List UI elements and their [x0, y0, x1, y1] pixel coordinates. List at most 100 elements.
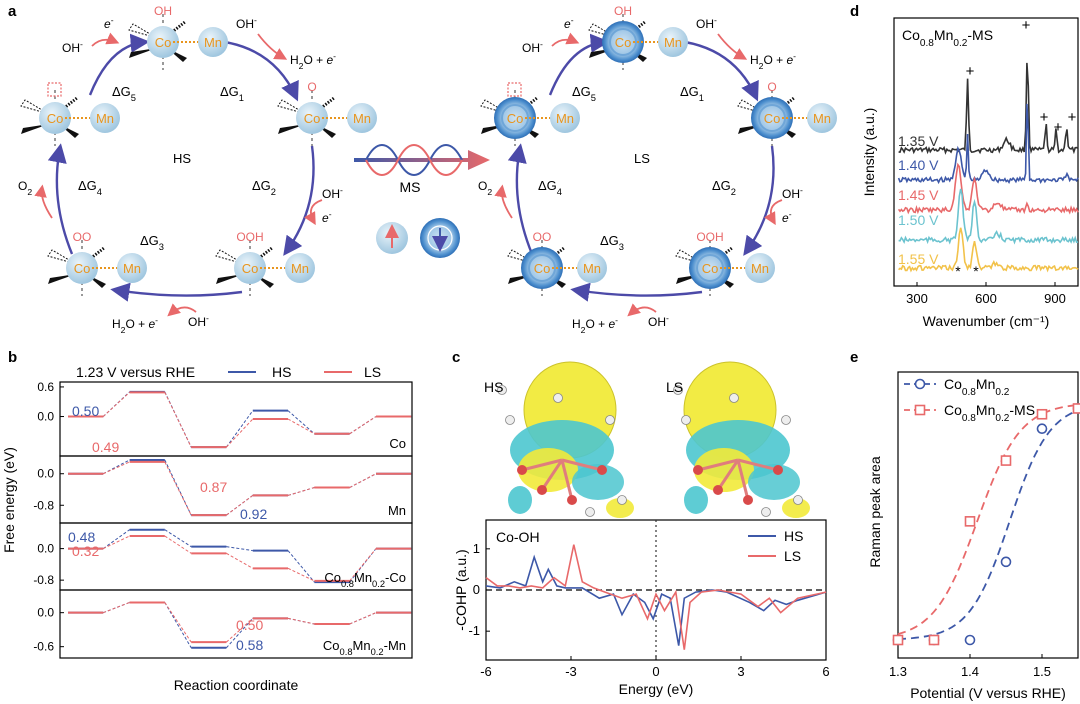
- ls-connector: [349, 416, 377, 435]
- electron-label: e-: [782, 209, 792, 225]
- mn-atom: [550, 103, 580, 133]
- legend-ls-label: LS: [364, 364, 381, 380]
- mn-label: Mn: [583, 261, 601, 276]
- label-part: 5: [591, 93, 596, 103]
- mn-label: Mn: [353, 111, 371, 126]
- fit-curve: [897, 409, 1079, 640]
- ligand-hash: [675, 249, 705, 265]
- spectrum-label: 1.45 V: [898, 187, 939, 203]
- label-part: Co: [323, 638, 340, 653]
- label-part: ΔG: [140, 233, 159, 248]
- oxygen-atom: [693, 465, 703, 475]
- oh-in-label: OH-: [236, 15, 257, 31]
- label-part: e: [326, 53, 333, 67]
- label-part: -: [666, 313, 669, 323]
- y-axis-label: Free energy (eV): [1, 447, 17, 553]
- ms-arrow: [354, 150, 490, 170]
- mn-atom: [658, 27, 688, 57]
- x-axis-label: Energy (eV): [619, 681, 694, 697]
- label-part: 4: [97, 187, 102, 197]
- x-tick-label: -3: [565, 664, 577, 679]
- oxygen-atom: [517, 465, 527, 475]
- x-tick-label: 300: [906, 291, 928, 306]
- hs-barrier-label: 0.58: [236, 637, 263, 653]
- cycle-arrow: [88, 33, 150, 96]
- data-point-square: [1036, 408, 1048, 420]
- label-part: ΔG: [538, 178, 557, 193]
- mn-atom: [198, 27, 228, 57]
- label-part: 5: [131, 93, 136, 103]
- delta-g1: ΔG1: [220, 84, 244, 103]
- oh-in-label: OH-: [696, 15, 717, 31]
- co-label: Co: [702, 261, 719, 276]
- label-part: -MS: [967, 27, 993, 43]
- label-part: -: [333, 51, 336, 61]
- hydrogen-atom: [681, 415, 691, 425]
- label-part: e: [786, 53, 793, 67]
- adsorbate-label: OH: [614, 4, 632, 18]
- co-label: Co: [507, 111, 524, 126]
- oh-in-label: OH-: [648, 313, 669, 329]
- small-arrow: [627, 303, 657, 317]
- ls-ring: [501, 104, 529, 132]
- co-label: Co: [242, 261, 259, 276]
- label-part: -Mn: [384, 638, 406, 653]
- ls-barrier-label: 0.87: [200, 479, 227, 495]
- oh-in-label: OH-: [62, 39, 83, 55]
- delta-g2: ΔG2: [252, 178, 276, 197]
- subplot-frame: [59, 455, 413, 524]
- mn-atom: [577, 253, 607, 283]
- charge-density-cyan: [508, 486, 532, 514]
- adsorbate-label: OH: [154, 4, 172, 18]
- label-part: 1: [699, 93, 704, 103]
- label-part: H: [572, 317, 581, 331]
- oh-in-label: OH-: [322, 185, 343, 201]
- charge-density-cyan: [684, 486, 708, 514]
- bond: [716, 459, 740, 491]
- x-tick-label: 1.3: [889, 664, 907, 679]
- legend-marker: [914, 378, 926, 390]
- bond: [561, 458, 603, 472]
- label-part: Mn: [354, 570, 372, 585]
- delta-g2: ΔG2: [712, 178, 736, 197]
- y-tick-label: 0: [473, 582, 480, 597]
- vacancy-box: [47, 82, 62, 97]
- ls-connector: [226, 552, 254, 569]
- hs-connector: [287, 550, 315, 583]
- label-part: 2: [27, 187, 32, 197]
- label-part: OH: [522, 41, 540, 55]
- x-axis-label: Reaction coordinate: [174, 677, 299, 693]
- y-tick-label: 0.0: [37, 542, 54, 556]
- label-part: O +: [303, 53, 326, 67]
- panel-label-b: b: [8, 349, 17, 366]
- mn-atom: [745, 253, 775, 283]
- data-point-square: [892, 634, 904, 646]
- hs-connector: [164, 459, 192, 516]
- ls-co-atom: [751, 97, 793, 139]
- peak-marker-plus: +: [966, 63, 975, 80]
- spectrum-label: 1.35 V: [898, 133, 939, 149]
- label-part: 3: [619, 242, 624, 252]
- ls-connector: [164, 392, 192, 448]
- hs-barrier-label: 0.92: [240, 506, 267, 522]
- ls-co-atom: [602, 21, 644, 63]
- data-point-square: [1072, 403, 1080, 414]
- label-part: Mn: [353, 638, 371, 653]
- small-arrow: [304, 199, 323, 226]
- electron-label: e-: [564, 15, 574, 31]
- water-electron-label: H2O + e-: [112, 315, 158, 335]
- label-part: 2: [759, 61, 764, 71]
- label-part: Co: [324, 570, 341, 585]
- data-point-circle: [1036, 423, 1048, 435]
- small-arrow: [494, 184, 513, 219]
- data-point-square: [928, 634, 940, 646]
